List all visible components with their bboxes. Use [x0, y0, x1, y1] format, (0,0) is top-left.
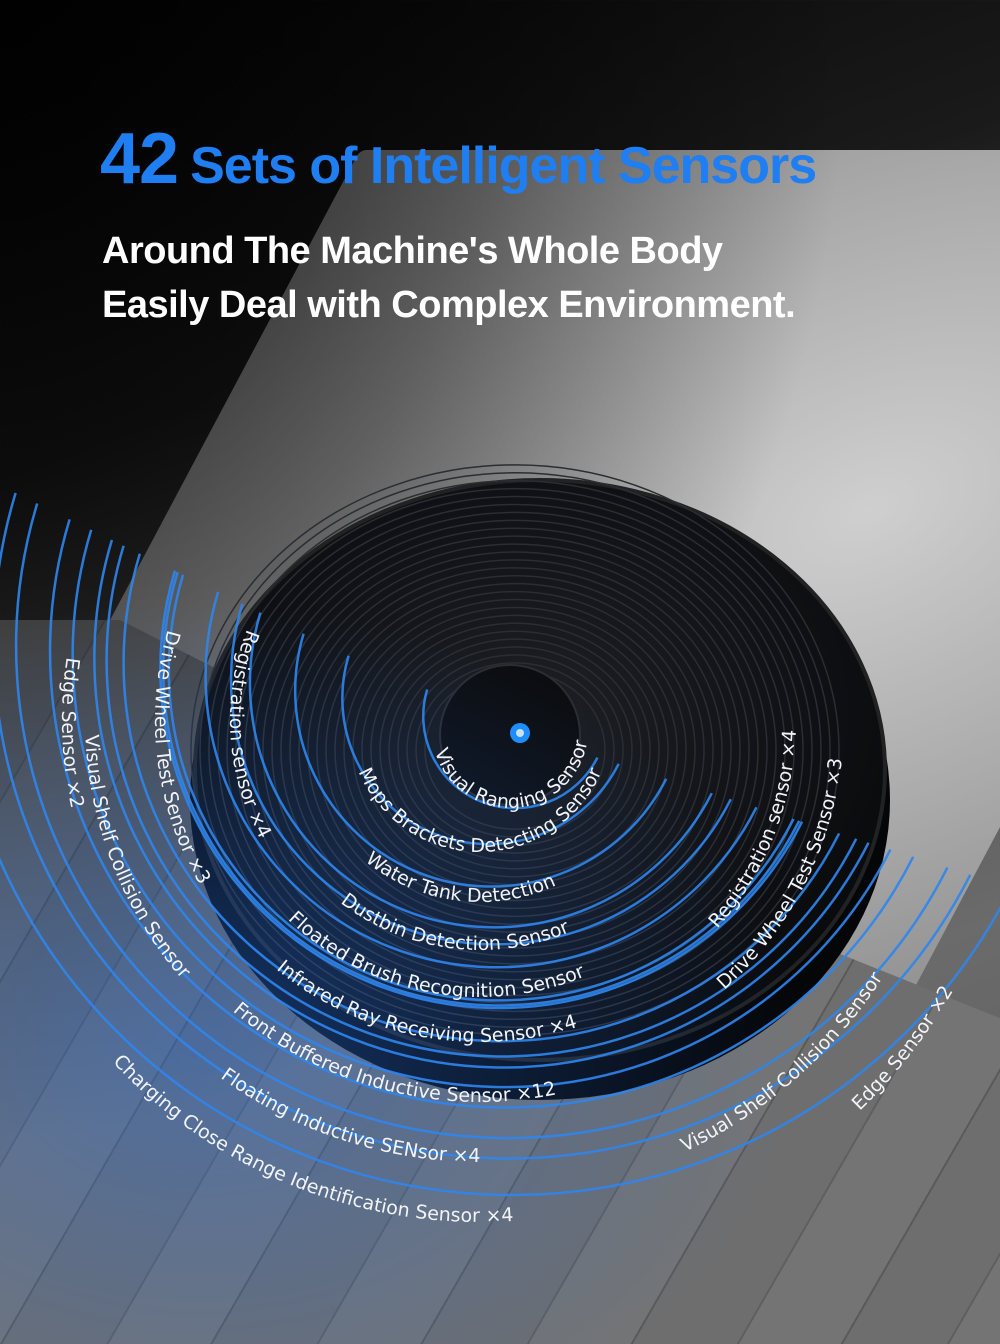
sensor-ring — [122, 553, 841, 1043]
sensor-ring — [93, 539, 870, 1069]
sensor-ring — [167, 574, 795, 1002]
sensor-ring — [229, 603, 732, 946]
sensor-ring — [159, 570, 804, 1010]
sensor-ring — [14, 503, 949, 1140]
sensor-ring — [0, 492, 972, 1160]
sensor-ring — [162, 571, 801, 1007]
subtitle-line-1: Around The Machine's Whole Body — [102, 230, 723, 272]
subtitle-line-2: Easily Deal with Complex Environment. — [102, 284, 796, 326]
sensor-ring — [48, 518, 915, 1109]
sensor-ring — [248, 612, 713, 929]
headline-text: Sets of Intelligent Sensors — [190, 137, 817, 195]
sensor-ring — [204, 591, 758, 969]
sensor-ring — [422, 689, 599, 810]
sensor-ring — [105, 545, 858, 1058]
sensor-ring — [341, 655, 620, 846]
headline-number: 42 — [100, 119, 179, 199]
sensor-ring — [293, 633, 668, 888]
sensor-ring — [71, 529, 892, 1089]
sensor-ring — [0, 857, 1000, 1197]
